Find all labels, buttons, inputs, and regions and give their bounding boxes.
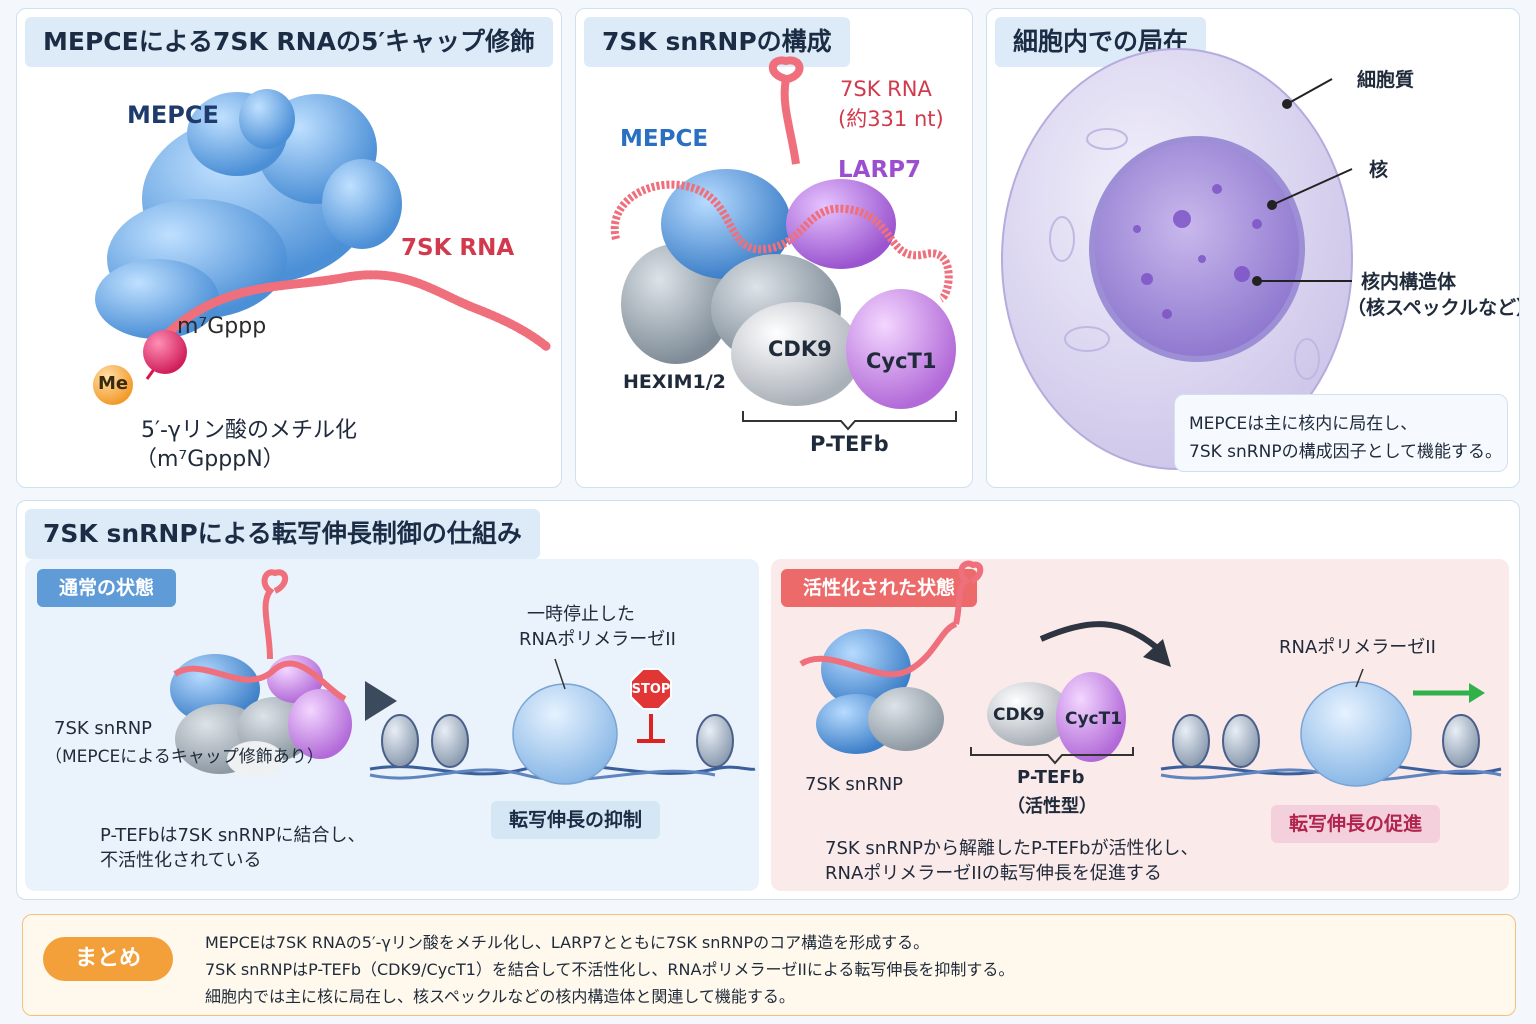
nucleus — [1089, 136, 1305, 362]
active-pol-label: RNAポリメラーゼII — [1279, 637, 1436, 658]
nucleus-label: 核 — [1369, 159, 1389, 181]
localization-note: MEPCEは主に核内に局在し、 7SK snRNPの構成因子として機能する。 — [1174, 394, 1508, 472]
stop-label: STOP — [631, 682, 671, 697]
cap-modification-panel: MEPCEによる7SK RNAの5′キャップ修飾 MEPCE 7 — [16, 8, 562, 488]
snrnp-complex-small — [170, 569, 352, 777]
arrow-right — [365, 681, 397, 721]
mepce-label: MEPCE — [127, 101, 219, 129]
cdk9-label: CDK9 — [768, 337, 832, 361]
snrnp-composition-panel: 7SK snRNPの構成 7SK RNA (約331 nt) MEPCE LAR… — [575, 8, 973, 488]
summary-line1: MEPCEは7SK RNAの5′-γリン酸をメチル化し、LARP7とともに7SK… — [205, 933, 930, 952]
normal-desc-line1: P-TEFbは7SK snRNPに結合し、 — [100, 825, 366, 846]
active-state-box: 活性化された状態 — [771, 559, 1509, 891]
paused-pol-label-line1: 一時停止した — [527, 604, 635, 625]
larp7-blob — [786, 179, 896, 269]
inhibition-bar — [637, 714, 665, 743]
summary-line2: 7SK snRNPはP-TEFb（CDK9/CycT1）を結合して不活性化し、R… — [205, 960, 1015, 979]
active-desc-line1: 7SK snRNPから解離したP-TEFbが活性化し、 — [825, 838, 1199, 859]
paused-pol-label-line2: RNAポリメラーゼII — [519, 629, 676, 650]
summary-tag: まとめ — [43, 937, 174, 981]
larp7-label: LARP7 — [838, 157, 922, 183]
hexim-label: HEXIM1/2 — [623, 371, 726, 393]
active-ptefb-label-line2: （活性型） — [1007, 796, 1097, 817]
promotion-result: 転写伸長の促進 — [1271, 805, 1441, 843]
ptefb-bracket — [970, 747, 1134, 765]
rna-label-line2: (約331 nt) — [838, 107, 944, 131]
mepce-protein-blob — [95, 89, 402, 339]
active-desc-line2: RNAポリメラーゼIIの転写伸長を促進する — [825, 863, 1162, 884]
rna-polymerase — [1300, 681, 1412, 787]
cap-label: m⁷Gppp — [177, 314, 267, 339]
rna-hairpin — [768, 56, 804, 165]
normal-desc-line2: 不活性化されている — [100, 850, 262, 871]
active-cyct1-label: CycT1 — [1065, 709, 1123, 729]
cyct1-blob — [1056, 672, 1126, 762]
active-ptefb-label-line1: P-TEFb — [1017, 767, 1085, 788]
mepce-label: MEPCE — [620, 126, 709, 152]
summary-panel: まとめ MEPCEは7SK RNAの5′-γリン酸をメチル化し、LARP7ととも… — [22, 914, 1516, 1016]
normal-state-illustration — [170, 569, 756, 785]
cdk9-blob — [731, 302, 861, 406]
snrnp-complex-small — [799, 560, 984, 754]
note-line2: 7SK snRNPの構成因子として機能する。 — [1189, 442, 1503, 462]
mepce-rna-illustration — [93, 89, 552, 405]
panel-title: 7SK snRNPの構成 — [584, 17, 850, 67]
transcription-control-panel: 7SK snRNPによる転写伸長制御の仕組み 通常の状態 — [16, 500, 1520, 900]
suppression-result: 転写伸長の抑制 — [491, 801, 661, 839]
rna-polymerase — [512, 683, 618, 785]
cyct1-label: CycT1 — [866, 349, 937, 373]
nucleosome — [431, 714, 469, 768]
cell-illustration — [1001, 48, 1353, 470]
nucleosome — [696, 714, 734, 768]
nuclear-body-label-line2: （核スペックルなど） — [1347, 297, 1520, 319]
active-cdk9-label: CDK9 — [993, 705, 1045, 725]
cytoplasm-label: 細胞質 — [1357, 69, 1415, 91]
m7g-cap-sphere — [143, 330, 187, 374]
panel-title: MEPCEによる7SK RNAの5′キャップ修飾 — [25, 17, 553, 67]
normal-state-tag: 通常の状態 — [37, 569, 177, 607]
snrnp-complex-illustration — [610, 56, 957, 431]
normal-state-box: 通常の状態 — [25, 559, 759, 891]
ptefb-label: P-TEFb — [810, 432, 889, 456]
caption-line2: （m⁷GpppN） — [135, 447, 285, 472]
localization-panel: 細胞内での局在 細胞質 核 核内構造体 （核スペックルなど） MEPCEは主に核… — [986, 8, 1520, 488]
me-label: Me — [98, 373, 129, 394]
stop-sign — [630, 668, 672, 710]
rna-label-line1: 7SK RNA — [840, 77, 932, 101]
summary-line3: 細胞内では主に核に局在し、核スペックルなどの核内構造体と関連して機能する。 — [205, 987, 795, 1006]
cdk9-blob — [987, 682, 1071, 746]
release-arrow — [1039, 621, 1158, 650]
nucleosome — [381, 714, 419, 768]
normal-complex-label-line2: （MEPCEによるキャップ修飾あり） — [45, 747, 324, 767]
nucleosome — [1442, 714, 1480, 768]
cyct1-blob — [846, 289, 956, 409]
active-complex-label: 7SK snRNP — [805, 774, 904, 795]
normal-complex-label-line1: 7SK snRNP — [54, 718, 153, 739]
nucleosome — [1172, 714, 1210, 768]
methyl-group-sphere — [93, 365, 133, 405]
rna-strand — [162, 270, 552, 352]
nuclear-body-label-line1: 核内構造体 — [1361, 271, 1457, 293]
caption-line1: 5′-γリン酸のメチル化 — [141, 418, 357, 443]
panel-title: 7SK snRNPによる転写伸長制御の仕組み — [25, 509, 540, 559]
rna-label: 7SK RNA — [401, 235, 515, 261]
nucleosome — [1222, 714, 1260, 768]
ptefb-bracket — [742, 411, 957, 431]
rna-strand — [610, 180, 953, 303]
note-line1: MEPCEは主に核内に局在し、 — [1189, 414, 1418, 434]
active-state-tag: 活性化された状態 — [781, 569, 978, 607]
active-state-illustration — [799, 560, 1502, 787]
